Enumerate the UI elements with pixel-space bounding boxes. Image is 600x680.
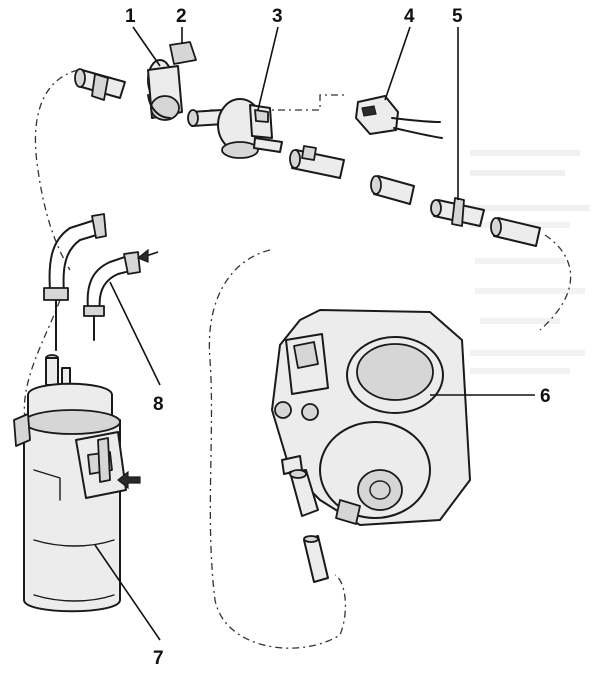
part-4-connector: [355, 95, 443, 139]
background-showthrough: [470, 150, 590, 374]
callout-1: 1: [125, 6, 136, 27]
callout-8: 8: [153, 394, 164, 415]
assembly-outline-bottom: [208, 249, 347, 649]
callout-5: 5: [452, 6, 463, 27]
callout-4: 4: [404, 6, 415, 27]
part-2-pad: [169, 41, 197, 65]
part-5-connector-piece: [430, 197, 541, 247]
part-1-clip: [147, 59, 183, 121]
callout-3: 3: [272, 6, 283, 27]
canister-outline: [23, 299, 61, 421]
flow-arrow-head: [136, 248, 149, 263]
hose-segments-upper: [289, 145, 415, 205]
leader-lines: [94, 26, 535, 641]
part-6-throttle-body: [271, 309, 471, 583]
part-3-purge-valve: [187, 98, 283, 159]
curved-hoses: [43, 213, 141, 351]
part-7-canister: [13, 354, 141, 613]
callout-2: 2: [176, 6, 187, 27]
callout-6: 6: [540, 386, 551, 407]
small-pipe-upper-left: [74, 68, 126, 101]
callout-7: 7: [153, 648, 164, 669]
hose-route-outline-left: [34, 69, 79, 271]
